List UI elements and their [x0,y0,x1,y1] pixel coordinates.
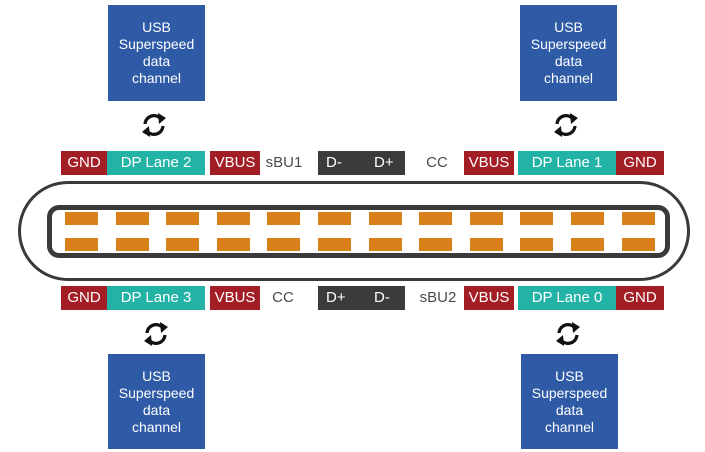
contact-pad-top [267,212,300,225]
pin-gnd-top-left: GND [61,151,107,175]
pin-cc-top: CC [426,154,448,171]
box-line: data [142,401,171,418]
box-line: data [142,53,171,69]
cycle-arrows-icon [144,322,168,346]
pin-sbu2: sBU2 [419,289,457,306]
pin-gnd-bottom-left: GND [61,286,107,310]
contact-pad-top [470,212,503,225]
contact-pad-top [318,212,351,225]
contact-pad-top [217,212,250,225]
cycle-arrows-icon [554,113,578,137]
pin-d-plus-top: D+ [374,154,394,171]
pin-vbus-top-right: VBUS [464,151,514,175]
pin-vbus-bottom-right: VBUS [464,286,514,310]
contact-pad-bottom [166,238,199,251]
contact-pad-top [520,212,553,225]
usb-superspeed-box-top-left: USB Superspeed data channel [108,5,205,101]
contact-pad-bottom [520,238,553,251]
contact-pad-bottom [267,238,300,251]
contact-pad-top [622,212,655,225]
contact-pad-top [419,212,452,225]
cycle-arrows-icon [142,113,166,137]
box-line: USB [554,19,583,35]
contact-pad-top [166,212,199,225]
pin-vbus-bottom-left: VBUS [210,286,260,310]
contact-pad-bottom [419,238,452,251]
pin-d-pair-top: D- D+ [318,151,405,175]
box-line: USB [142,367,171,384]
box-line: data [555,401,584,418]
box-line: USB [555,367,584,384]
box-line: channel [131,418,182,435]
box-line: Superspeed [118,384,195,401]
box-line: channel [543,70,594,86]
usb-c-receptacle-outline [18,181,690,281]
pin-gnd-top-right: GND [616,151,664,175]
pin-dp-lane-0: DP Lane 0 [518,286,616,310]
box-line: data [554,53,583,69]
pin-d-pair-bottom: D+ D- [318,286,405,310]
box-line: Superspeed [531,384,608,401]
usb-superspeed-box-bottom-right: USB Superspeed data channel [521,354,618,449]
contact-pad-bottom [65,238,98,251]
pin-d-minus-bottom: D- [374,289,390,306]
contact-tongue [47,205,670,258]
contact-pad-top [369,212,402,225]
box-line: channel [131,70,182,86]
pin-dp-lane-3: DP Lane 3 [107,286,205,310]
pin-d-plus-bottom: D+ [326,289,346,306]
pin-dp-lane-1: DP Lane 1 [518,151,616,175]
pin-d-minus-top: D- [326,154,342,171]
contact-pad-top [571,212,604,225]
pin-dp-lane-2: DP Lane 2 [107,151,205,175]
contact-pad-bottom [217,238,250,251]
usb-superspeed-box-top-right: USB Superspeed data channel [520,5,617,101]
contact-pad-bottom [116,238,149,251]
usb-superspeed-box-bottom-left: USB Superspeed data channel [108,354,205,449]
box-line: channel [544,418,595,435]
contact-pad-top [116,212,149,225]
cycle-arrows-icon [556,322,580,346]
box-line: USB [142,19,171,35]
pin-gnd-bottom-right: GND [616,286,664,310]
pin-vbus-top-left: VBUS [210,151,260,175]
contact-pad-bottom [318,238,351,251]
contact-pad-bottom [571,238,604,251]
contact-pad-bottom [622,238,655,251]
contact-pad-bottom [470,238,503,251]
box-line: Superspeed [118,36,195,52]
contact-pad-bottom [369,238,402,251]
pin-sbu1: sBU1 [265,154,303,171]
pin-cc-bottom: CC [272,289,294,306]
contact-pad-top [65,212,98,225]
box-line: Superspeed [530,36,607,52]
